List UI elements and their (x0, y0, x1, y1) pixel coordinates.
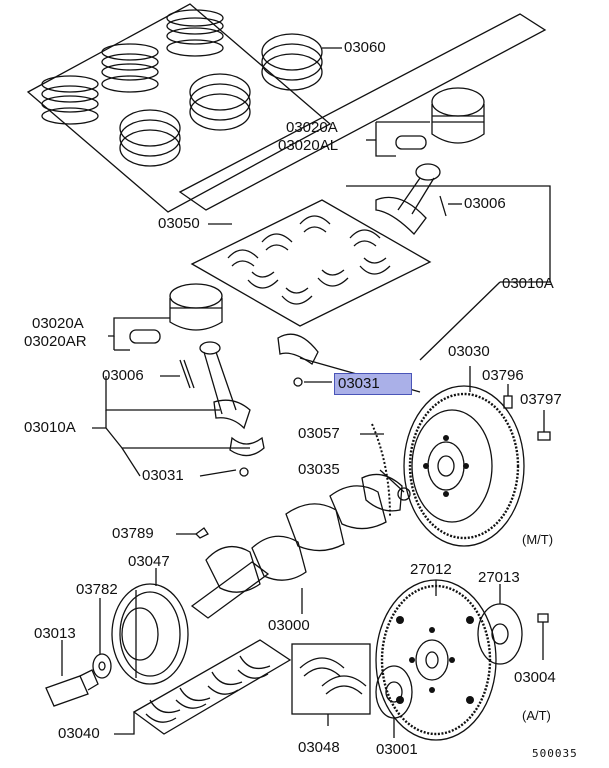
label-03796[interactable]: 03796 (482, 367, 524, 384)
label-03020AL[interactable]: 03020AL (278, 137, 339, 154)
upper-piston-set-box (178, 13, 547, 211)
diagram-id: 500035 (532, 747, 578, 760)
dowel-pin (503, 395, 513, 409)
label-03057[interactable]: 03057 (298, 425, 340, 442)
main-bearings (227, 215, 391, 305)
adapter-plate (477, 603, 523, 665)
label-03001[interactable]: 03001 (376, 741, 418, 758)
label-03035[interactable]: 03035 (298, 461, 340, 478)
bearings-box (190, 199, 432, 327)
label-03031-highlighted[interactable]: 03031 (334, 373, 412, 395)
piston-lower (129, 283, 223, 344)
conrod-upper (375, 163, 447, 235)
label-03048[interactable]: 03048 (298, 739, 340, 756)
main-bearing-set-box (132, 639, 292, 735)
thrust-bearings (299, 657, 367, 695)
woodruff-key (195, 527, 209, 539)
pulley-bolt (45, 669, 99, 707)
flywheel-bolt (537, 410, 551, 441)
conrod-bearing-lower (229, 436, 265, 457)
label-03006-top[interactable]: 03006 (464, 195, 506, 212)
flywheel-ring-gear (371, 423, 391, 517)
label-03010A-left[interactable]: 03010A (24, 419, 76, 436)
label-03040[interactable]: 03040 (58, 725, 100, 742)
flywheel-bolt-holes (396, 435, 474, 704)
label-03031-lower[interactable]: 03031 (142, 467, 184, 484)
label-03789[interactable]: 03789 (112, 525, 154, 542)
label-03013[interactable]: 03013 (34, 625, 76, 642)
thrust-bearing-box (291, 643, 371, 715)
conrod-lower (179, 341, 251, 430)
crank-pulley (111, 583, 189, 685)
label-03006-left[interactable]: 03006 (102, 367, 144, 384)
label-27012[interactable]: 27012 (410, 561, 452, 578)
label-03797[interactable]: 03797 (520, 391, 562, 408)
label-03060[interactable]: 03060 (344, 39, 386, 56)
label-03782[interactable]: 03782 (76, 581, 118, 598)
main-bearing-lower (145, 655, 271, 723)
conrod-nut-lower (239, 467, 249, 477)
label-03030[interactable]: 03030 (448, 343, 490, 360)
crankshaft (190, 473, 411, 619)
label-03047[interactable]: 03047 (128, 553, 170, 570)
drive-plate-bolt (537, 613, 549, 660)
label-03020A-left[interactable]: 03020A (32, 315, 84, 332)
label-03020A-top[interactable]: 03020A (286, 119, 338, 136)
label-mt-variant: (M/T) (522, 532, 554, 547)
drive-plate (375, 579, 497, 741)
conrod-bearing-upper (277, 333, 319, 365)
piston-ring-sets (41, 9, 323, 167)
piston-rings-box (26, 3, 332, 213)
conrod-nut-upper (293, 377, 303, 387)
label-03050[interactable]: 03050 (158, 215, 200, 232)
label-03010A-right[interactable]: 03010A (502, 275, 554, 292)
label-03004[interactable]: 03004 (514, 669, 556, 686)
label-03020AR[interactable]: 03020AR (24, 333, 87, 350)
thrust-washer-small (92, 653, 112, 679)
label-27013[interactable]: 27013 (478, 569, 520, 586)
label-03000[interactable]: 03000 (268, 617, 310, 634)
piston-upper (395, 87, 485, 150)
label-at-variant: (A/T) (522, 708, 551, 723)
